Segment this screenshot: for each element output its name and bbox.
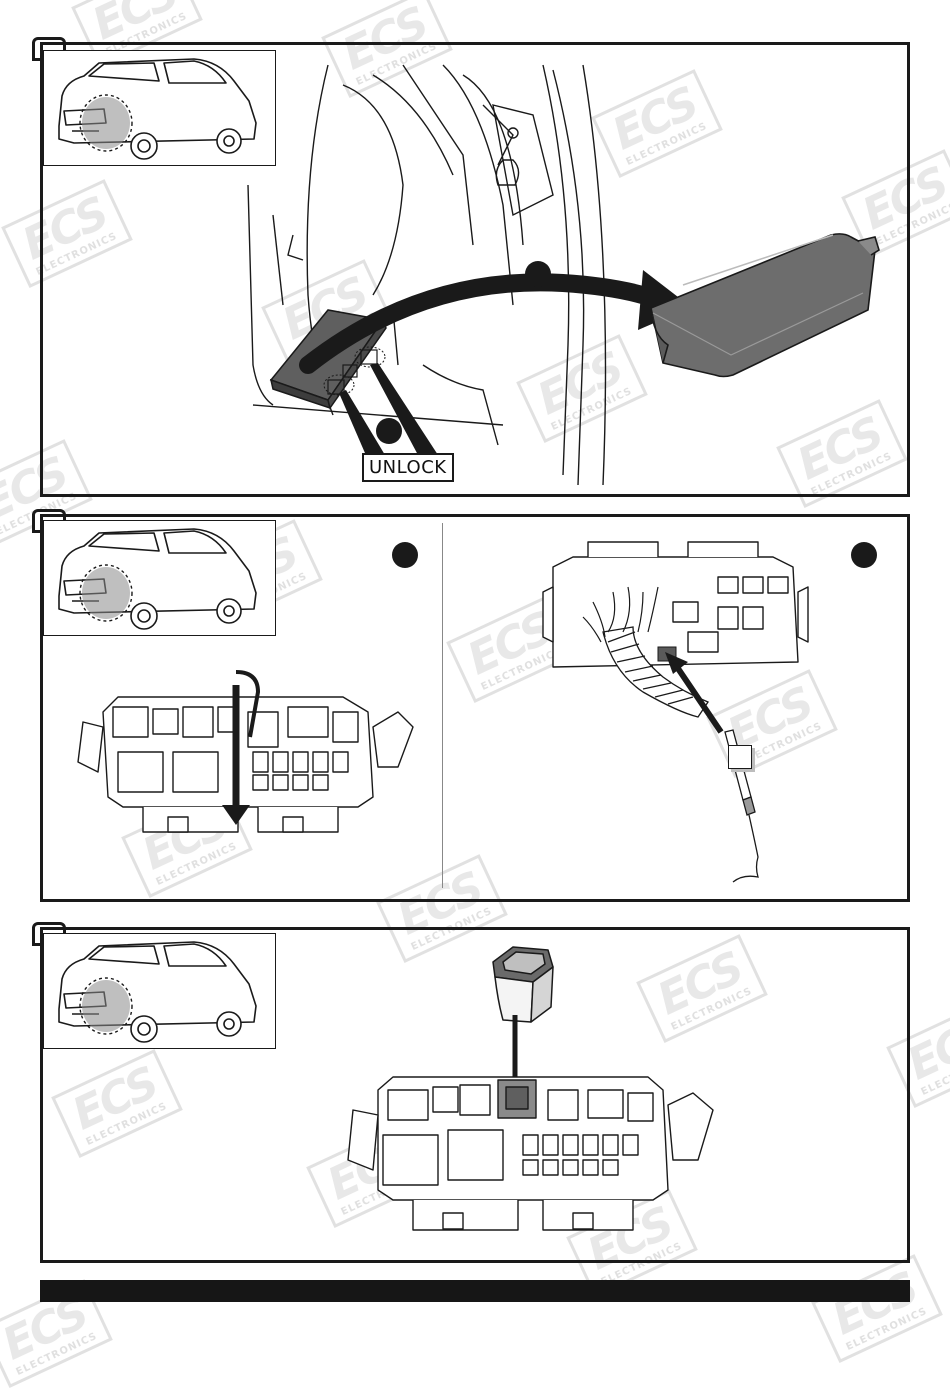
car-location-inset xyxy=(43,933,276,1049)
unlock-label: UNLOCK xyxy=(362,453,454,482)
step-panel-2 xyxy=(40,514,910,902)
step-panel-3 xyxy=(40,927,910,1263)
callout-marker-1 xyxy=(392,542,418,568)
terminal-position-label xyxy=(728,745,752,769)
relay-module xyxy=(492,946,554,1023)
fuse-box-bottom-view xyxy=(77,670,414,833)
car-location-inset xyxy=(43,50,276,166)
car-rear-view-icon xyxy=(58,941,257,1043)
car-rear-view-icon xyxy=(58,58,257,160)
car-location-inset xyxy=(43,520,276,636)
trunk-interior-drawing xyxy=(247,64,880,486)
callout-marker-2 xyxy=(851,542,877,568)
fuse-box-relay-installed xyxy=(347,1076,714,1231)
panel-divider xyxy=(442,523,443,888)
car-rear-view-icon xyxy=(58,528,257,630)
fuse-box-terminal-insertion xyxy=(542,541,809,883)
callout-marker-1 xyxy=(525,261,551,287)
step-panel-1: UNLOCK xyxy=(40,42,910,497)
callout-marker-2 xyxy=(376,418,402,444)
footer-bar xyxy=(40,1280,910,1302)
